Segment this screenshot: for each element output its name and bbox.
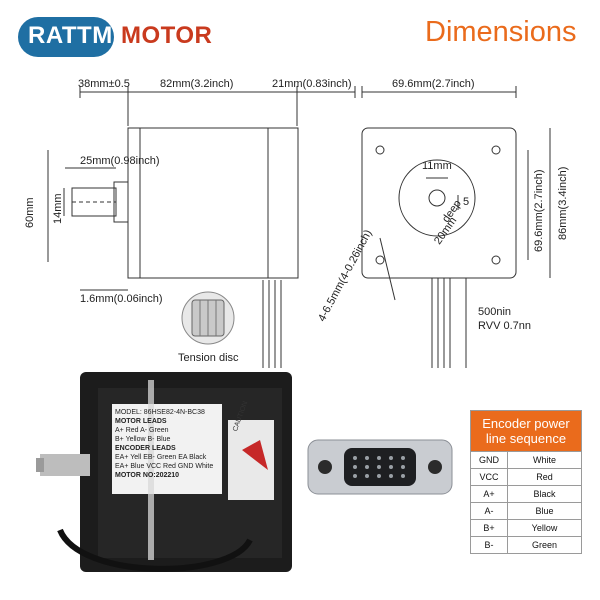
motor-leads-title: MOTOR LEADS xyxy=(115,418,167,425)
signal-cell: B- xyxy=(470,536,508,554)
signal-cell: A- xyxy=(470,502,508,520)
tension-disc-caption: Tension disc xyxy=(178,352,239,364)
db15-connector-image xyxy=(307,439,453,495)
wire-color-cell: Red xyxy=(507,468,582,486)
signal-cell: VCC xyxy=(470,468,508,486)
encoder-table-title: Encoder power line sequence xyxy=(470,410,582,452)
motor-leads-line-1: A+ Red A- Green xyxy=(115,427,169,434)
wire-color-cell: Black xyxy=(507,485,582,503)
motor-leads-line-2: B+ Yellow B- Blue xyxy=(115,436,171,443)
encoder-leads-line-1: EA+ Yell EB- Green EA Black xyxy=(115,454,207,461)
shaft-diameter-label: 14mm xyxy=(52,193,64,224)
wire-color-cell: Yellow xyxy=(507,519,582,537)
frame-size-label: 86mm(3.4inch) xyxy=(557,166,569,240)
brand-logo-badge xyxy=(18,17,114,57)
key-size-label: 5 xyxy=(463,196,470,208)
signal-cell: A+ xyxy=(470,485,508,503)
table-row: B+Yellow xyxy=(470,519,582,537)
motor-photo xyxy=(36,372,292,572)
brand-name-motor: MOTOR xyxy=(121,22,213,49)
encoder-leads-title: ENCODER LEADS xyxy=(115,445,176,452)
keyway-width-label: 11mm xyxy=(422,160,452,172)
rear-length-label: 21mm(0.83inch) xyxy=(272,78,352,90)
shaft-length-label: 25mm(0.98inch) xyxy=(80,155,160,167)
tension-disc-image xyxy=(181,291,235,345)
table-row: A+Black xyxy=(470,485,582,503)
flange-thickness-label: 38mm±0.5 xyxy=(78,78,130,90)
signal-cell: B+ xyxy=(470,519,508,537)
table-row: B-Green xyxy=(470,536,582,554)
cable-length-label: 500nin xyxy=(478,306,512,318)
table-row: A-Blue xyxy=(470,502,582,520)
wire-color-cell: Green xyxy=(507,536,582,554)
height-label: 60mm xyxy=(24,197,36,228)
motor-label-text: MODEL: 86HSE82-4N-BC38 MOTOR LEADS A+ Re… xyxy=(115,408,213,480)
motor-model: MODEL: 86HSE82-4N-BC38 xyxy=(115,409,205,416)
signal-cell: GND xyxy=(470,451,508,469)
encoder-leads-line-2: EA+ Blue VCC Red GND White xyxy=(115,463,214,470)
cable-type-label: RVV 0.7nn xyxy=(478,320,532,332)
brand-name-rattm: RATTM xyxy=(28,22,113,49)
hole-spacing-vertical-label: 69.6mm(2.7inch) xyxy=(533,169,545,252)
body-length-label: 82mm(3.2inch) xyxy=(160,78,234,90)
boss-depth-label: 1.6mm(0.06inch) xyxy=(80,293,163,305)
wire-color-cell: Blue xyxy=(507,502,582,520)
page-title: Dimensions xyxy=(425,16,577,48)
wire-color-cell: White xyxy=(507,451,582,469)
motor-serial: MOTOR NO:202210 xyxy=(115,472,180,479)
hole-spacing-label: 69.6mm(2.7inch) xyxy=(392,78,475,90)
